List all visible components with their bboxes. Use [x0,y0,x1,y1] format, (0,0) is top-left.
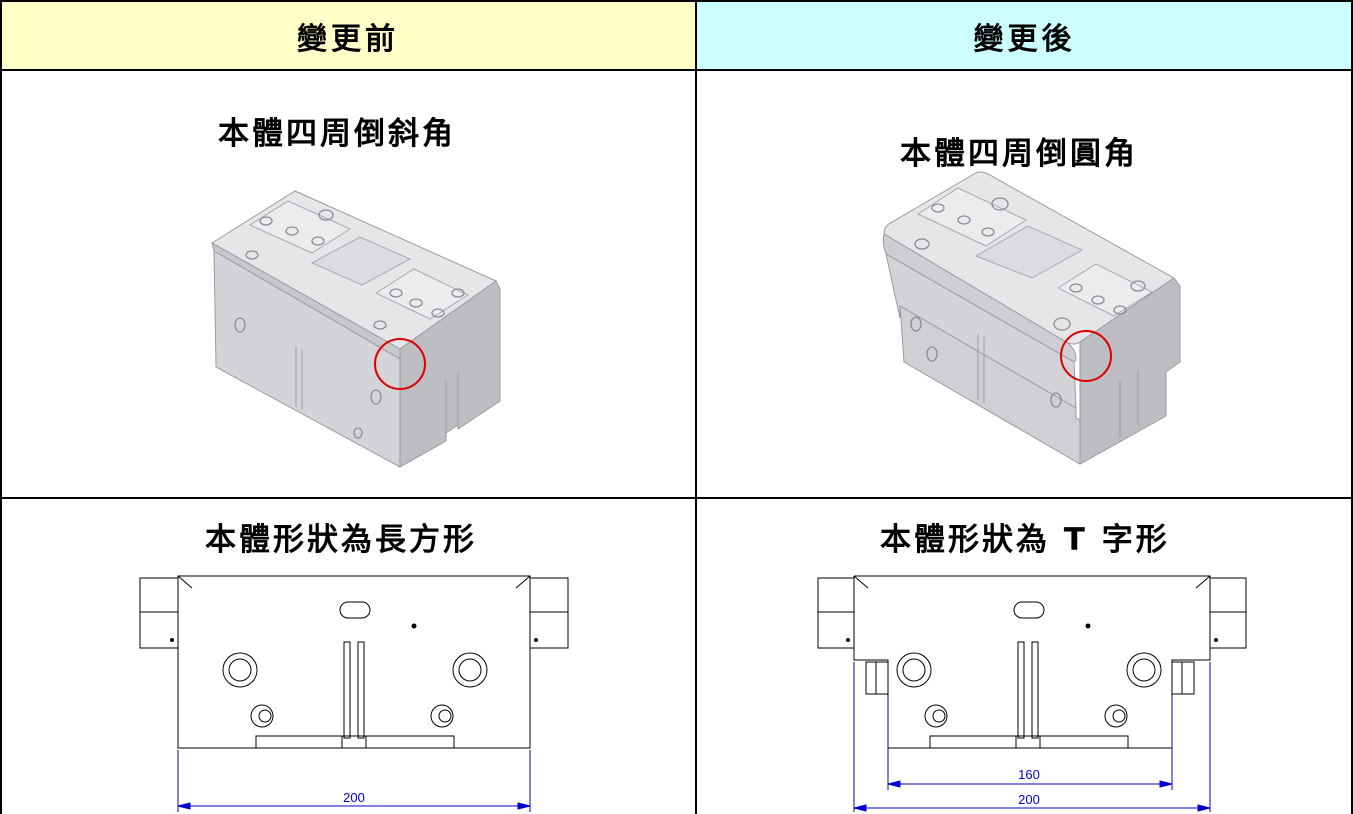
chamfer-highlight-circle [374,338,426,390]
header-after: 變更後 [973,22,1076,57]
column-divider [695,0,697,814]
after-shape-caption: 本體形狀為 T 字形 [880,522,1170,558]
table-border-right [1351,0,1353,814]
after-dimension-200: 200 [1018,792,1040,807]
header-row-divider [0,69,1353,71]
after-isometric-model [882,171,1181,465]
before-chamfer-caption: 本體四周倒斜角 [218,116,456,152]
before-shape-caption: 本體形狀為長方形 [205,522,477,558]
after-front-view: 160 200 [817,575,1247,812]
after-dimension-160: 160 [1018,767,1040,782]
header-after-cell: 變更後 [696,0,1353,70]
table-border-top [0,0,1353,2]
row-divider [0,497,1353,499]
before-isometric-model [211,190,501,468]
fillet-highlight-circle [1060,330,1112,382]
table-border-left [0,0,2,814]
after-fillet-caption: 本體四周倒圓角 [900,136,1138,172]
before-front-view: 200 [139,575,569,812]
before-dimension-200: 200 [343,790,365,805]
header-before-cell: 變更前 [0,0,696,70]
header-before: 變更前 [297,22,399,57]
